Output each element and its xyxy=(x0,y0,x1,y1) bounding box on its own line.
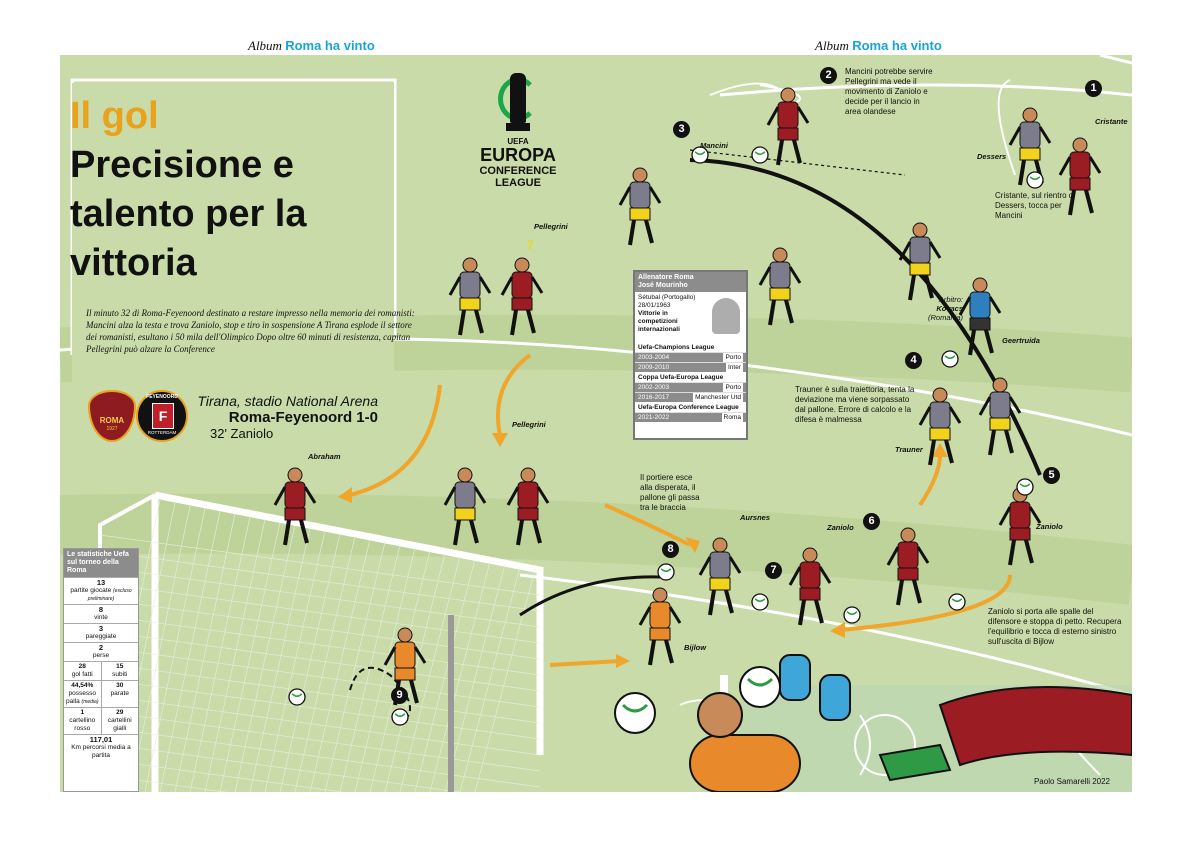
conference-league-logo: UEFA EUROPA CONFERENCE LEAGUE xyxy=(470,67,566,217)
label-geertruida: Geertruida xyxy=(1002,336,1040,345)
header-right: Album Roma ha vinto xyxy=(815,38,942,53)
ball-icon xyxy=(739,666,781,708)
step-9: 9 xyxy=(391,687,408,704)
ball-icon xyxy=(751,593,769,611)
ball-icon xyxy=(614,692,656,734)
ball-icon xyxy=(1016,478,1034,496)
intro-text: Il minuto 32 di Roma-Feyenoord destinato… xyxy=(86,308,415,354)
header-left: Album Roma ha vinto xyxy=(248,38,375,53)
infographic-spread: Il gol Precisione e talento per la vitto… xyxy=(60,55,1132,792)
ball-icon xyxy=(1026,171,1044,189)
header-left-title: Roma ha vinto xyxy=(285,38,375,53)
step-8: 8 xyxy=(662,541,679,558)
coach-section-title: Uefa-Europa Conference League xyxy=(638,404,739,411)
note-step-1: Cristante, sul rientro di Dessers, tocca… xyxy=(995,191,1076,220)
label-arbitro: Arbitro:Kovacs(Romania) xyxy=(928,295,964,322)
player-figure xyxy=(958,277,1002,356)
shirt-number: 7 xyxy=(527,238,534,252)
player-figure xyxy=(273,467,317,546)
player-figure xyxy=(1008,107,1052,186)
match-score: Roma-Feyenoord 1-0 xyxy=(228,409,378,426)
note-step-8: Il portiere esce alla disperata, il pall… xyxy=(640,473,700,512)
player-figure xyxy=(766,87,810,166)
step-1: 1 xyxy=(1085,80,1102,97)
ball-icon xyxy=(751,146,769,164)
match-info: Tirana, stadio National Arena Roma-Feyen… xyxy=(170,393,378,441)
label-bijlow: Bijlow xyxy=(684,643,707,652)
label-pellegrini-top: Pellegrini xyxy=(534,222,568,231)
trophy-icon xyxy=(498,73,538,133)
title-panel xyxy=(72,83,394,398)
player-figure xyxy=(758,247,802,326)
player-figure xyxy=(618,167,662,246)
player-figure xyxy=(918,387,962,466)
note-step-4: Trauner è sulla traiettoria, tenta la de… xyxy=(795,385,915,424)
label-aursnes: Aursnes xyxy=(740,513,771,522)
movement-arrows xyxy=(349,353,1012,667)
balls-layer xyxy=(288,146,1044,734)
ball-icon xyxy=(657,563,675,581)
ball-icon xyxy=(391,708,409,726)
title-line-2: Precisione e talento per la vittoria xyxy=(70,144,307,284)
label-zaniolo-6: Zaniolo xyxy=(827,523,854,532)
player-figure xyxy=(978,377,1022,456)
coach-section-title: Uefa-Champions League xyxy=(638,344,715,351)
player-figure xyxy=(886,527,930,606)
step-7: 7 xyxy=(765,562,782,579)
step-4: 4 xyxy=(905,352,922,369)
title-line-1: Il gol xyxy=(70,95,159,137)
player-figure xyxy=(500,257,544,336)
player-figure xyxy=(898,222,942,301)
ball-icon xyxy=(941,350,959,368)
close-up-illustration xyxy=(689,654,1132,792)
feyenoord-crest-icon: FEYENOORD F ROTTERDAM xyxy=(136,390,188,442)
player-figure xyxy=(448,257,492,336)
illustrator-credit: Paolo Samarelli 2022 xyxy=(1033,777,1110,786)
pitch-illustration xyxy=(60,55,1132,792)
player-figure xyxy=(443,467,487,546)
player-figure xyxy=(698,537,742,616)
step-6: 6 xyxy=(863,513,880,530)
note-step-5: Zaniolo si porta alle spalle del difenso… xyxy=(988,607,1122,646)
coach-silhouette-icon xyxy=(712,298,740,334)
player-figure xyxy=(1058,137,1102,216)
coach-section-title: Coppa Uefa-Europa League xyxy=(638,374,724,381)
label-dessers: Dessers xyxy=(977,152,1007,161)
stats-title: Le statistiche Uefa sul torneo della Rom… xyxy=(64,549,138,577)
label-mancini: Mancini xyxy=(700,141,728,150)
stats-box: Le statistiche Uefa sul torneo della Rom… xyxy=(63,548,139,792)
note-step-2: Mancini potrebbe servire Pellegrini ma v… xyxy=(845,67,933,116)
header-right-title: Roma ha vinto xyxy=(852,38,942,53)
ball-icon xyxy=(948,593,966,611)
ball-icon xyxy=(691,146,709,164)
ball-icon xyxy=(843,606,861,624)
step-2: 2 xyxy=(820,67,837,84)
player-figure xyxy=(788,547,832,626)
label-cristante: Cristante xyxy=(1095,117,1128,126)
label-trauner: Trauner xyxy=(895,445,923,454)
match-venue: Tirana, stadio National Arena xyxy=(197,393,378,409)
player-figure xyxy=(638,587,682,666)
step-5: 5 xyxy=(1043,467,1060,484)
player-figure xyxy=(506,467,550,546)
players-layer xyxy=(273,87,1132,792)
player-figure xyxy=(998,487,1042,566)
step-3: 3 xyxy=(673,121,690,138)
label-abraham: Abraham xyxy=(308,452,341,461)
ball-icon xyxy=(288,688,306,706)
label-zaniolo-5: Zaniolo xyxy=(1036,522,1063,531)
label-pellegrini-mid: Pellegrini xyxy=(512,420,546,429)
match-scorer: 32' Zaniolo xyxy=(210,426,274,441)
